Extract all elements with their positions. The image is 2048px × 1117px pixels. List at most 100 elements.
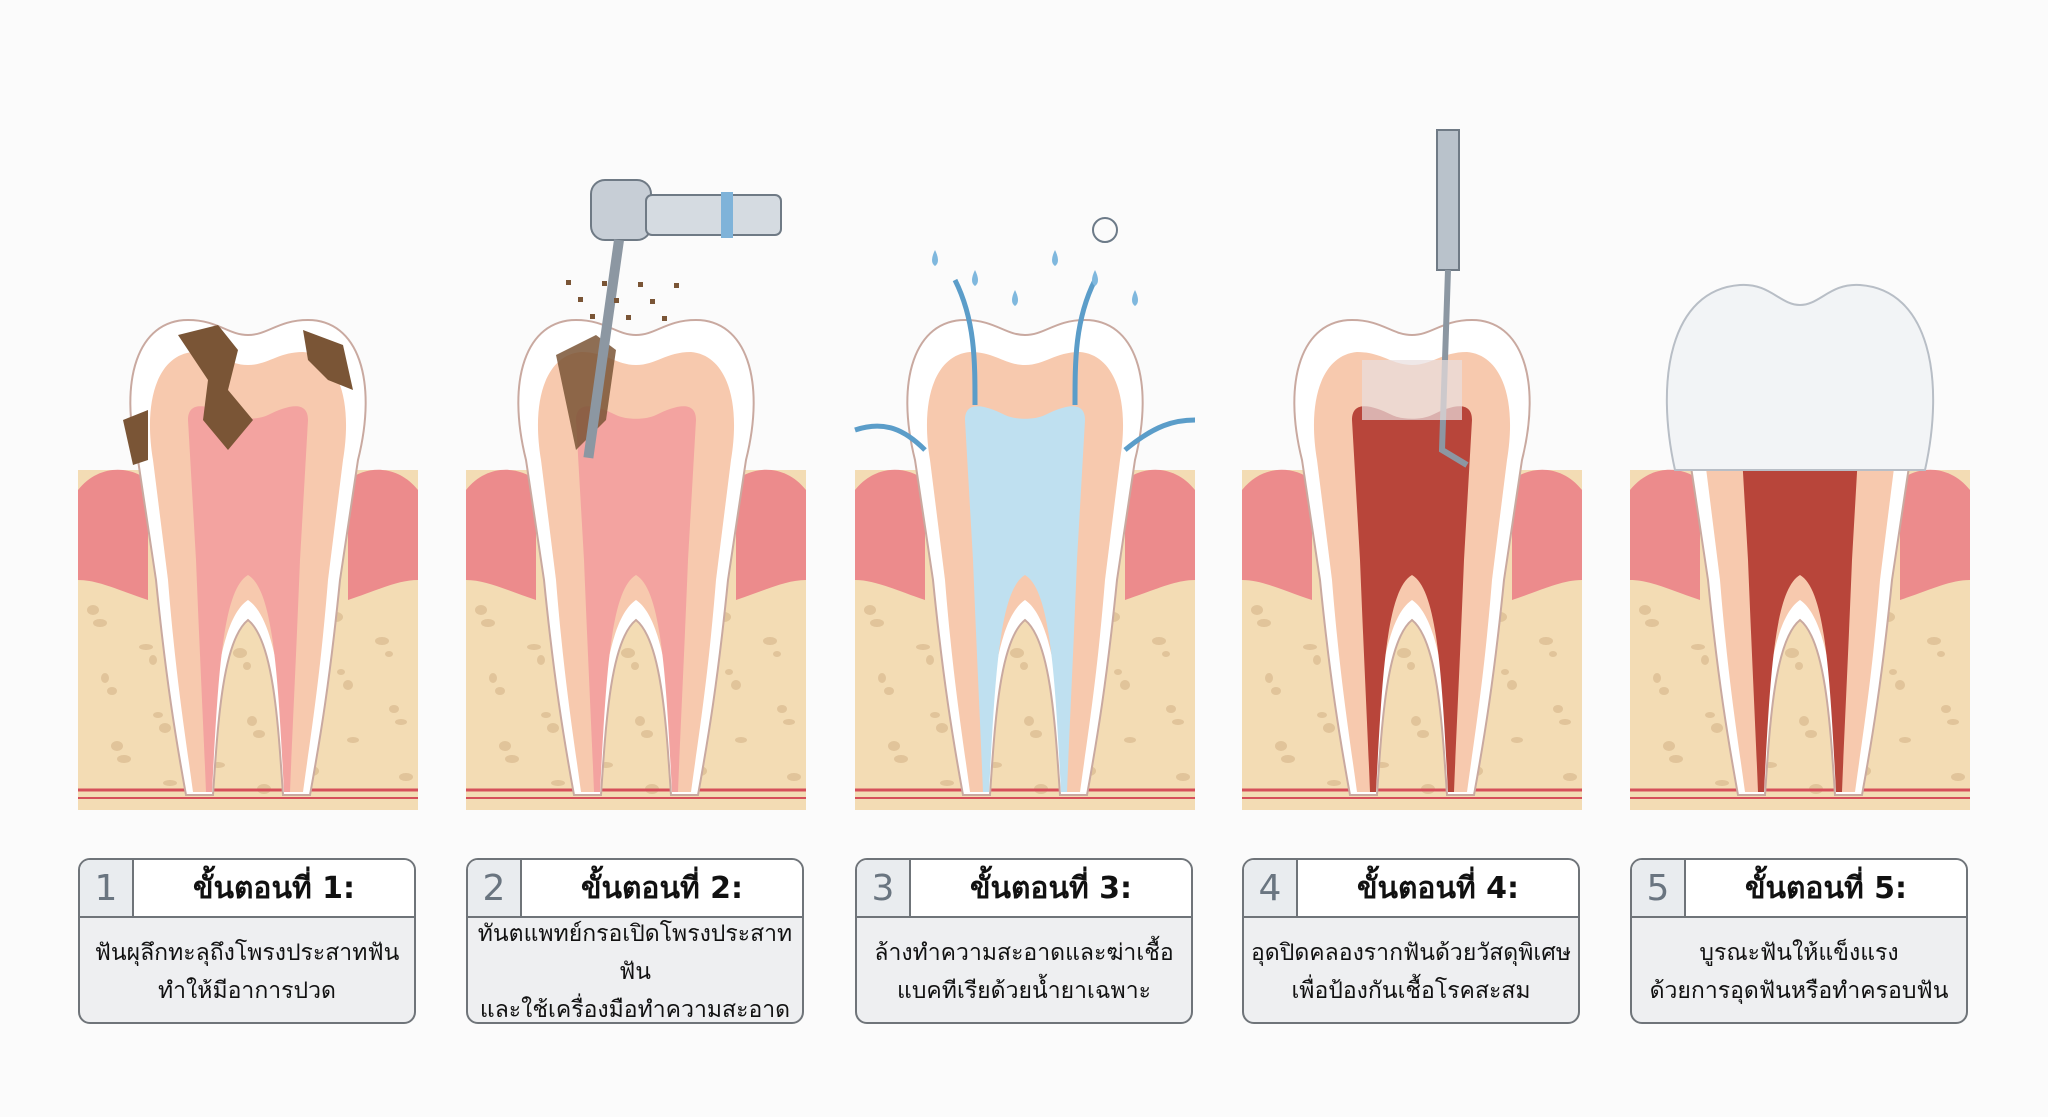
description-line: อุดปิดคลองรากฟันด้วยวัสดุพิเศษ — [1250, 940, 1571, 966]
tooth-diagram — [854, 217, 1196, 810]
bone-pore — [1407, 662, 1415, 670]
water-drop-icon — [972, 270, 978, 286]
bone-pore — [139, 644, 153, 650]
step-card: 5 ขั้นตอนที่ 5: บูรณะฟันให้แข็งแรง ด้วยก… — [1630, 858, 1968, 1024]
description-line: ฟันผุลึกทะลุถึงโพรงประสาทฟัน — [94, 940, 400, 966]
debris — [674, 283, 679, 288]
bone-pore — [621, 648, 635, 658]
bone-pore — [1951, 773, 1965, 781]
bone-pore — [385, 651, 393, 657]
bone-pore — [1715, 780, 1729, 786]
pulp-canal — [1352, 406, 1472, 792]
bone-pore — [107, 687, 117, 695]
tooth-diagram — [1630, 283, 1970, 810]
filling-instrument-icon — [1436, 129, 1469, 468]
gum — [1242, 469, 1312, 600]
bone-pore — [337, 669, 345, 675]
dental-crown — [1665, 283, 1935, 471]
bone-pore — [1265, 673, 1273, 683]
description-line: ทันตแพทย์กรอเปิดโพรงประสาทฟัน — [477, 921, 793, 985]
bone-pore — [1705, 712, 1715, 718]
tooth-illustration-step-1 — [78, 120, 418, 820]
bone-pore — [1947, 719, 1959, 725]
bone-pore — [1563, 773, 1577, 781]
bone-pore — [1176, 773, 1190, 781]
gum — [78, 469, 148, 600]
bone-pore — [1553, 705, 1563, 713]
bone-pore — [777, 705, 787, 713]
bone-pore — [1899, 737, 1911, 743]
bone-pore — [495, 687, 505, 695]
bone-pore — [1251, 605, 1263, 615]
bone-pore — [499, 741, 511, 751]
bone-pore — [1645, 619, 1659, 627]
bone-pore — [940, 780, 954, 786]
bone-pore — [537, 655, 545, 665]
bone-pore — [243, 662, 251, 670]
bone-pore — [773, 651, 781, 657]
bone-pore — [1639, 605, 1651, 615]
bone-pore — [1024, 716, 1034, 726]
bone-pore — [1114, 669, 1122, 675]
bone-pore — [93, 619, 107, 627]
bone-pore — [1323, 723, 1335, 733]
bone-pore — [864, 605, 876, 615]
step-header: 1 ขั้นตอนที่ 1: — [80, 860, 414, 918]
bone-pore — [641, 730, 653, 738]
bone-pore — [1124, 737, 1136, 743]
debris — [566, 280, 571, 285]
bone-pore — [489, 673, 497, 683]
bone-pore — [541, 712, 551, 718]
step-header: 3 ขั้นตอนที่ 3: — [857, 860, 1191, 918]
bone-pore — [149, 655, 157, 665]
bone-pore — [1711, 723, 1723, 733]
pulp-canal — [1740, 406, 1860, 792]
bone-pore — [763, 637, 777, 645]
step-number: 1 — [80, 860, 134, 916]
tooth-illustration-step-5 — [1630, 120, 1970, 820]
description-line: ล้างทำความสะอาดและฆ่าเชื้อ — [874, 940, 1174, 966]
bone-pore — [547, 723, 559, 733]
bone-pore — [159, 723, 171, 733]
bone-pore — [930, 712, 940, 718]
bone-pore — [1152, 637, 1166, 645]
bone-pore — [1895, 680, 1905, 690]
step-number: 5 — [1632, 860, 1686, 916]
bone-pore — [395, 719, 407, 725]
step-description: ทันตแพทย์กรอเปิดโพรงประสาทฟัน และใช้เครื… — [468, 918, 802, 1022]
bone-pore — [1166, 705, 1176, 713]
bone-pore — [1162, 651, 1170, 657]
bone-pore — [916, 644, 930, 650]
bone-pore — [1281, 755, 1295, 763]
description-line: บูรณะฟันให้แข็งแรง — [1699, 940, 1899, 966]
bone-pore — [1663, 741, 1675, 751]
step-title: ขั้นตอนที่ 5: — [1744, 870, 1908, 906]
debris — [650, 299, 655, 304]
step-description: ล้างทำความสะอาดและฆ่าเชื้อ แบคทีเรียด้วย… — [857, 918, 1191, 1022]
access-opening — [1362, 360, 1462, 420]
bone-pore — [475, 605, 487, 615]
bone-pore — [1559, 719, 1571, 725]
bone-pore — [1659, 687, 1669, 695]
debris — [614, 298, 619, 303]
bone-pore — [1511, 737, 1523, 743]
bone-pore — [111, 741, 123, 751]
bone-pore — [1010, 648, 1024, 658]
water-drop-icon — [1132, 290, 1138, 306]
pulp-canal — [576, 406, 696, 792]
bone-pore — [1275, 741, 1287, 751]
debris — [662, 316, 667, 321]
bone-pore — [1539, 637, 1553, 645]
bone-pore — [1805, 730, 1817, 738]
decay-cavity — [178, 325, 253, 450]
bone-pore — [253, 730, 265, 738]
tooth-diagram — [78, 318, 418, 810]
debris — [590, 314, 595, 319]
bone-pore — [505, 755, 519, 763]
gum — [1630, 469, 1700, 600]
bone-pore — [247, 716, 257, 726]
bone-pore — [1313, 655, 1321, 665]
debris — [602, 281, 607, 286]
water-drop-icon — [932, 250, 938, 266]
bone-pore — [87, 605, 99, 615]
